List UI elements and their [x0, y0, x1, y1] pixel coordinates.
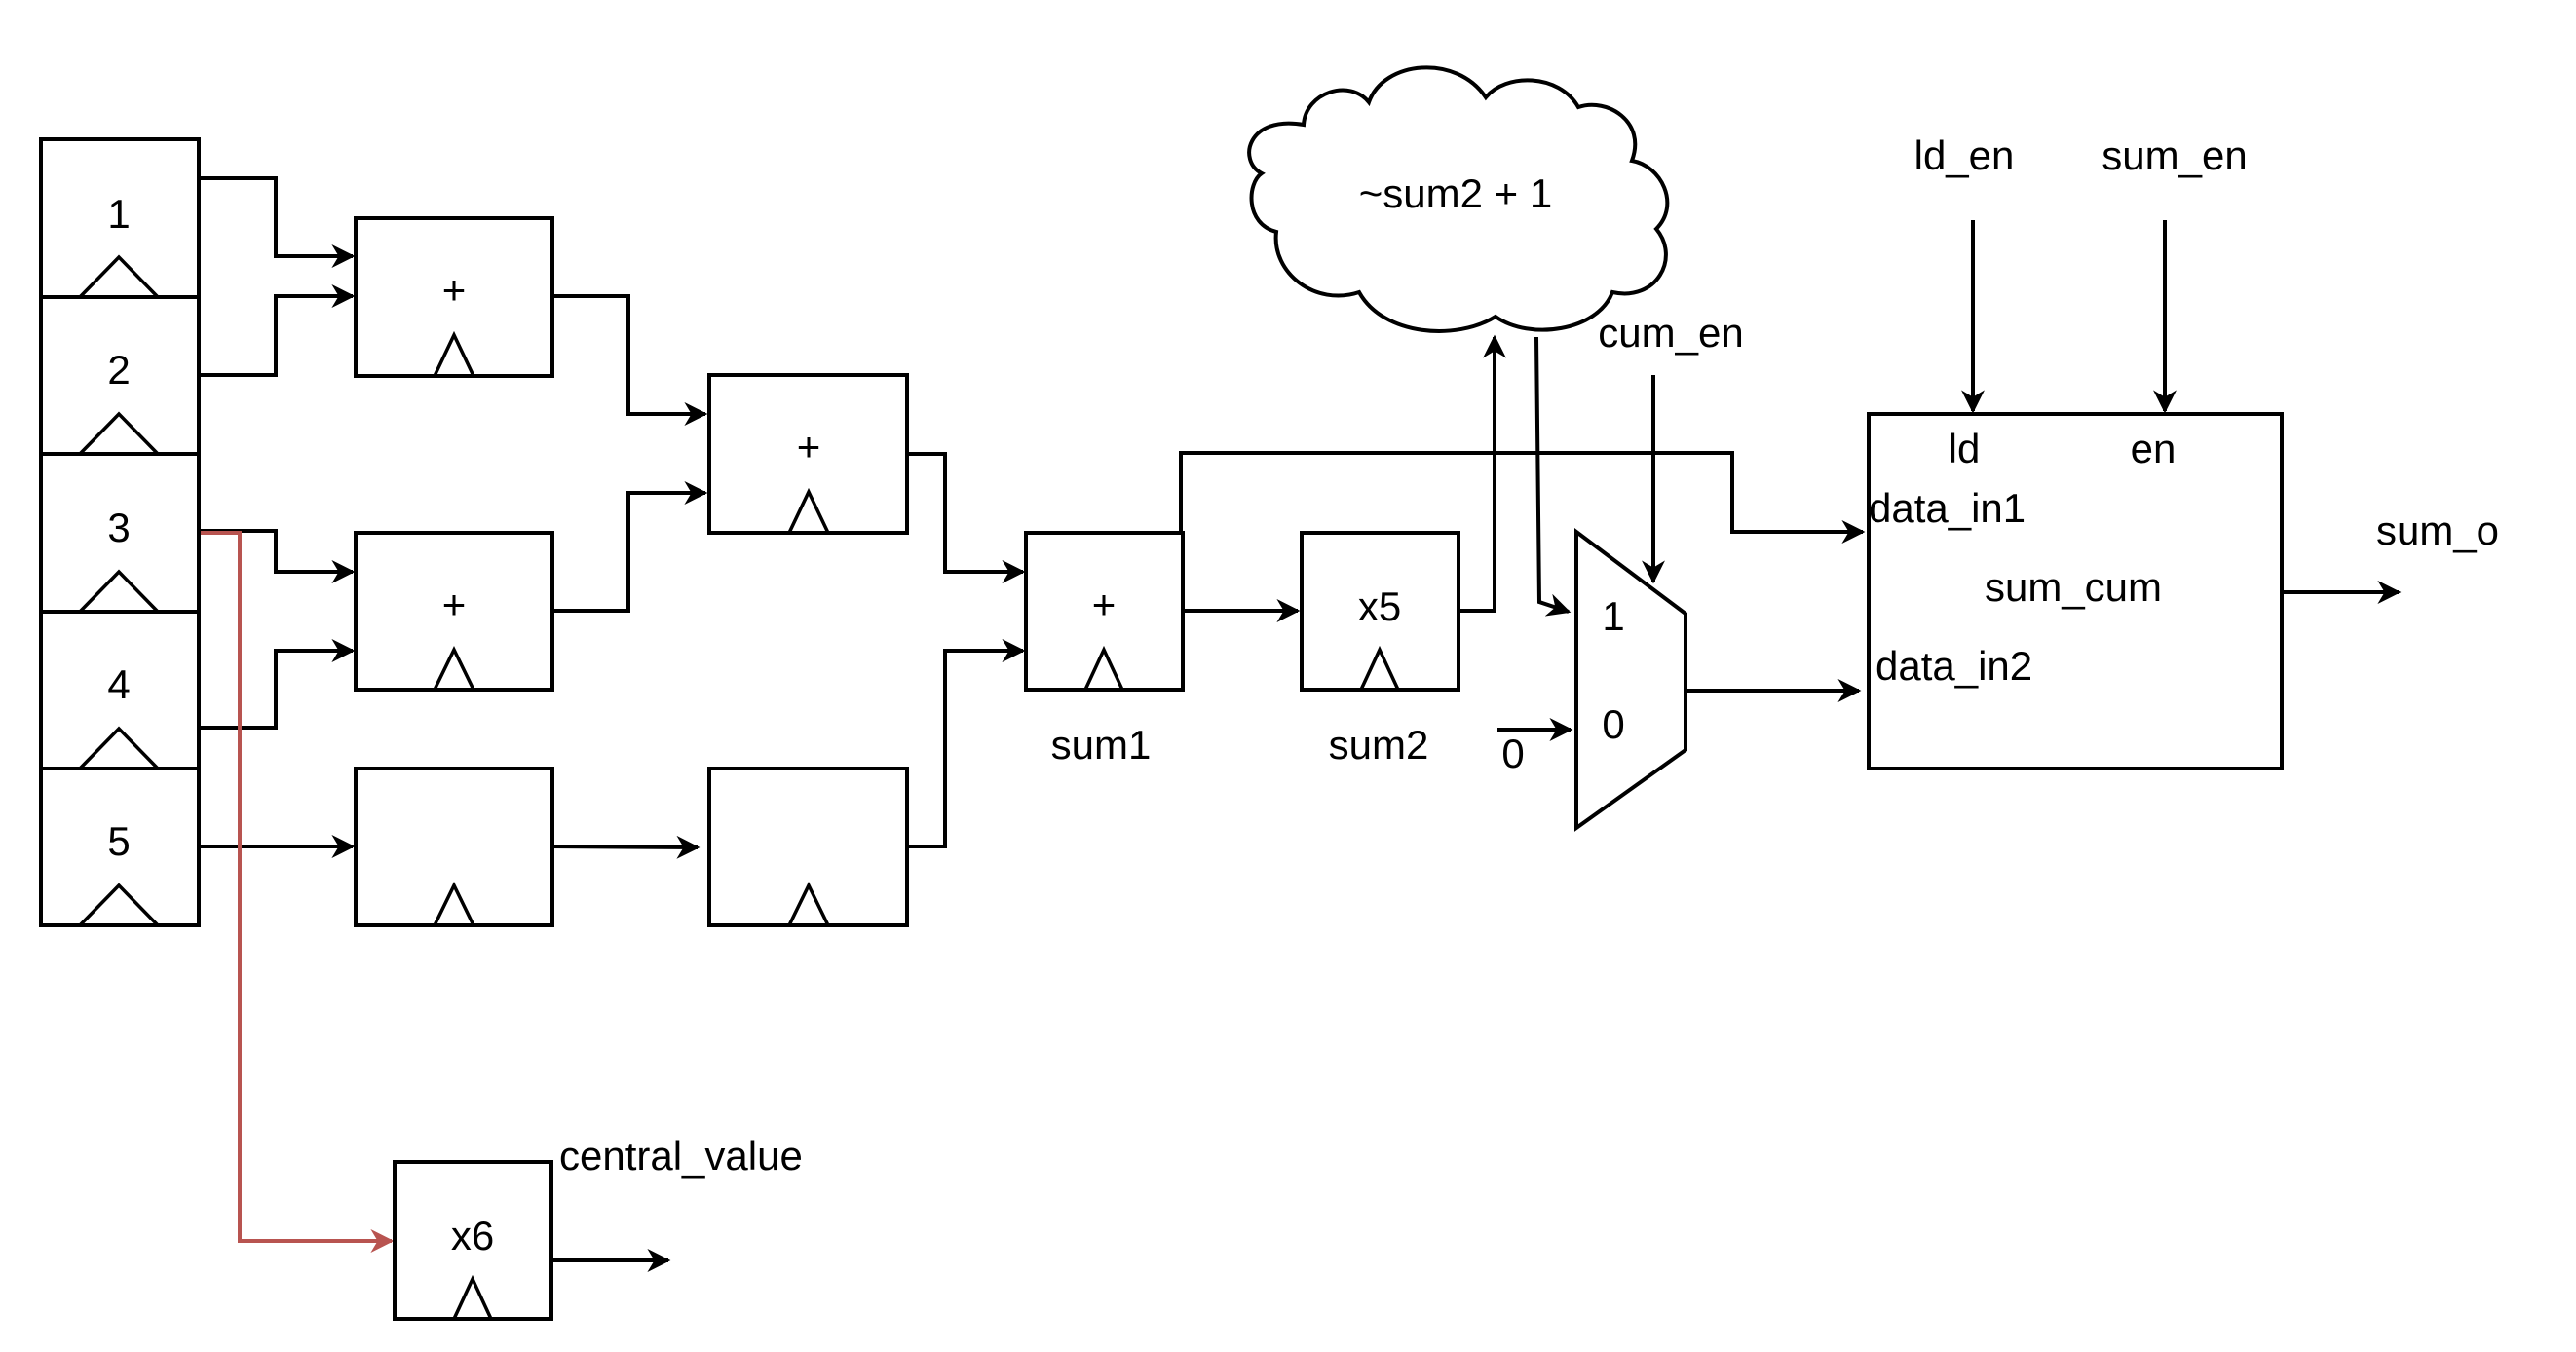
register-4: 4 — [39, 610, 201, 770]
sum-cum-data-in1-port: data_in1 — [1869, 485, 2026, 531]
wire-cloud-mux1 — [1534, 336, 1572, 617]
register-3: 3 — [39, 452, 201, 614]
wire-add1-add3 — [550, 294, 708, 426]
adder-3-label: + — [797, 424, 821, 469]
sum-en-label: sum_en — [2102, 132, 2247, 178]
wire-add3-sum1 — [906, 452, 1026, 583]
delay-register-2 — [707, 767, 909, 927]
twos-complement-cloud: ~sum2 + 1 — [1247, 65, 1670, 333]
multiplier-x5: x5 — [1300, 531, 1460, 692]
wires — [198, 176, 2402, 1272]
adder-sum1: + — [1024, 531, 1185, 692]
wire-sum2-cloud — [1456, 334, 1506, 613]
adder-2-label: + — [442, 582, 467, 627]
multiplier-x6-label: x6 — [451, 1213, 494, 1258]
register-2-label: 2 — [107, 347, 130, 393]
register-5: 5 — [39, 767, 201, 927]
multiplier-x5-label: x5 — [1358, 583, 1401, 629]
wire-r1-add1 — [198, 176, 356, 268]
cum-en-label: cum_en — [1598, 310, 1743, 356]
wire-delay2-sum1 — [906, 639, 1026, 848]
sum-cum-block: ld en data_in1 sum_cum data_in2 — [1867, 412, 2284, 770]
mux-input-0-label: 0 — [1602, 701, 1624, 747]
adder-1: + — [354, 216, 554, 378]
sum-cum-ld-port: ld — [1949, 426, 1981, 471]
register-4-label: 4 — [107, 661, 130, 707]
wire-r3-add2 — [198, 529, 356, 583]
multiplier-x6: x6 — [393, 1160, 553, 1321]
wire-add2-add3 — [550, 481, 708, 613]
wire-sum1-data-in1 — [1179, 451, 1866, 544]
adder-3: + — [707, 373, 909, 535]
adder-1-label: + — [442, 267, 467, 313]
register-2: 2 — [39, 295, 201, 456]
register-3-label: 3 — [107, 505, 130, 550]
wire-delay1-delay2 — [549, 835, 701, 859]
sum-cum-en-port: en — [2131, 426, 2177, 471]
sum1-label: sum1 — [1051, 722, 1152, 768]
register-1-label: 1 — [107, 191, 130, 237]
wire-r3-mul6 — [198, 531, 395, 1253]
cloud-label: ~sum2 + 1 — [1359, 170, 1552, 216]
mux: 1 0 — [1574, 528, 1687, 832]
sum-cum-data-in2-port: data_in2 — [1875, 643, 2032, 689]
central-value-label: central_value — [559, 1133, 803, 1179]
zero-constant-label: 0 — [1501, 731, 1524, 776]
wire-r2-add1 — [198, 284, 356, 377]
wire-r4-add2 — [198, 639, 356, 730]
register-1: 1 — [39, 137, 201, 299]
input-register-stack: 1 2 3 4 5 — [39, 137, 201, 927]
delay-register-1 — [354, 767, 554, 927]
sum-cum-name: sum_cum — [1985, 564, 2162, 610]
register-5-label: 5 — [107, 818, 130, 864]
adder-2: + — [354, 531, 554, 692]
mux-input-1-label: 1 — [1602, 593, 1624, 639]
sum-o-label: sum_o — [2376, 507, 2499, 553]
adder-sum1-label: + — [1092, 582, 1117, 627]
ld-en-label: ld_en — [1914, 132, 2015, 178]
sum2-label: sum2 — [1329, 722, 1429, 768]
